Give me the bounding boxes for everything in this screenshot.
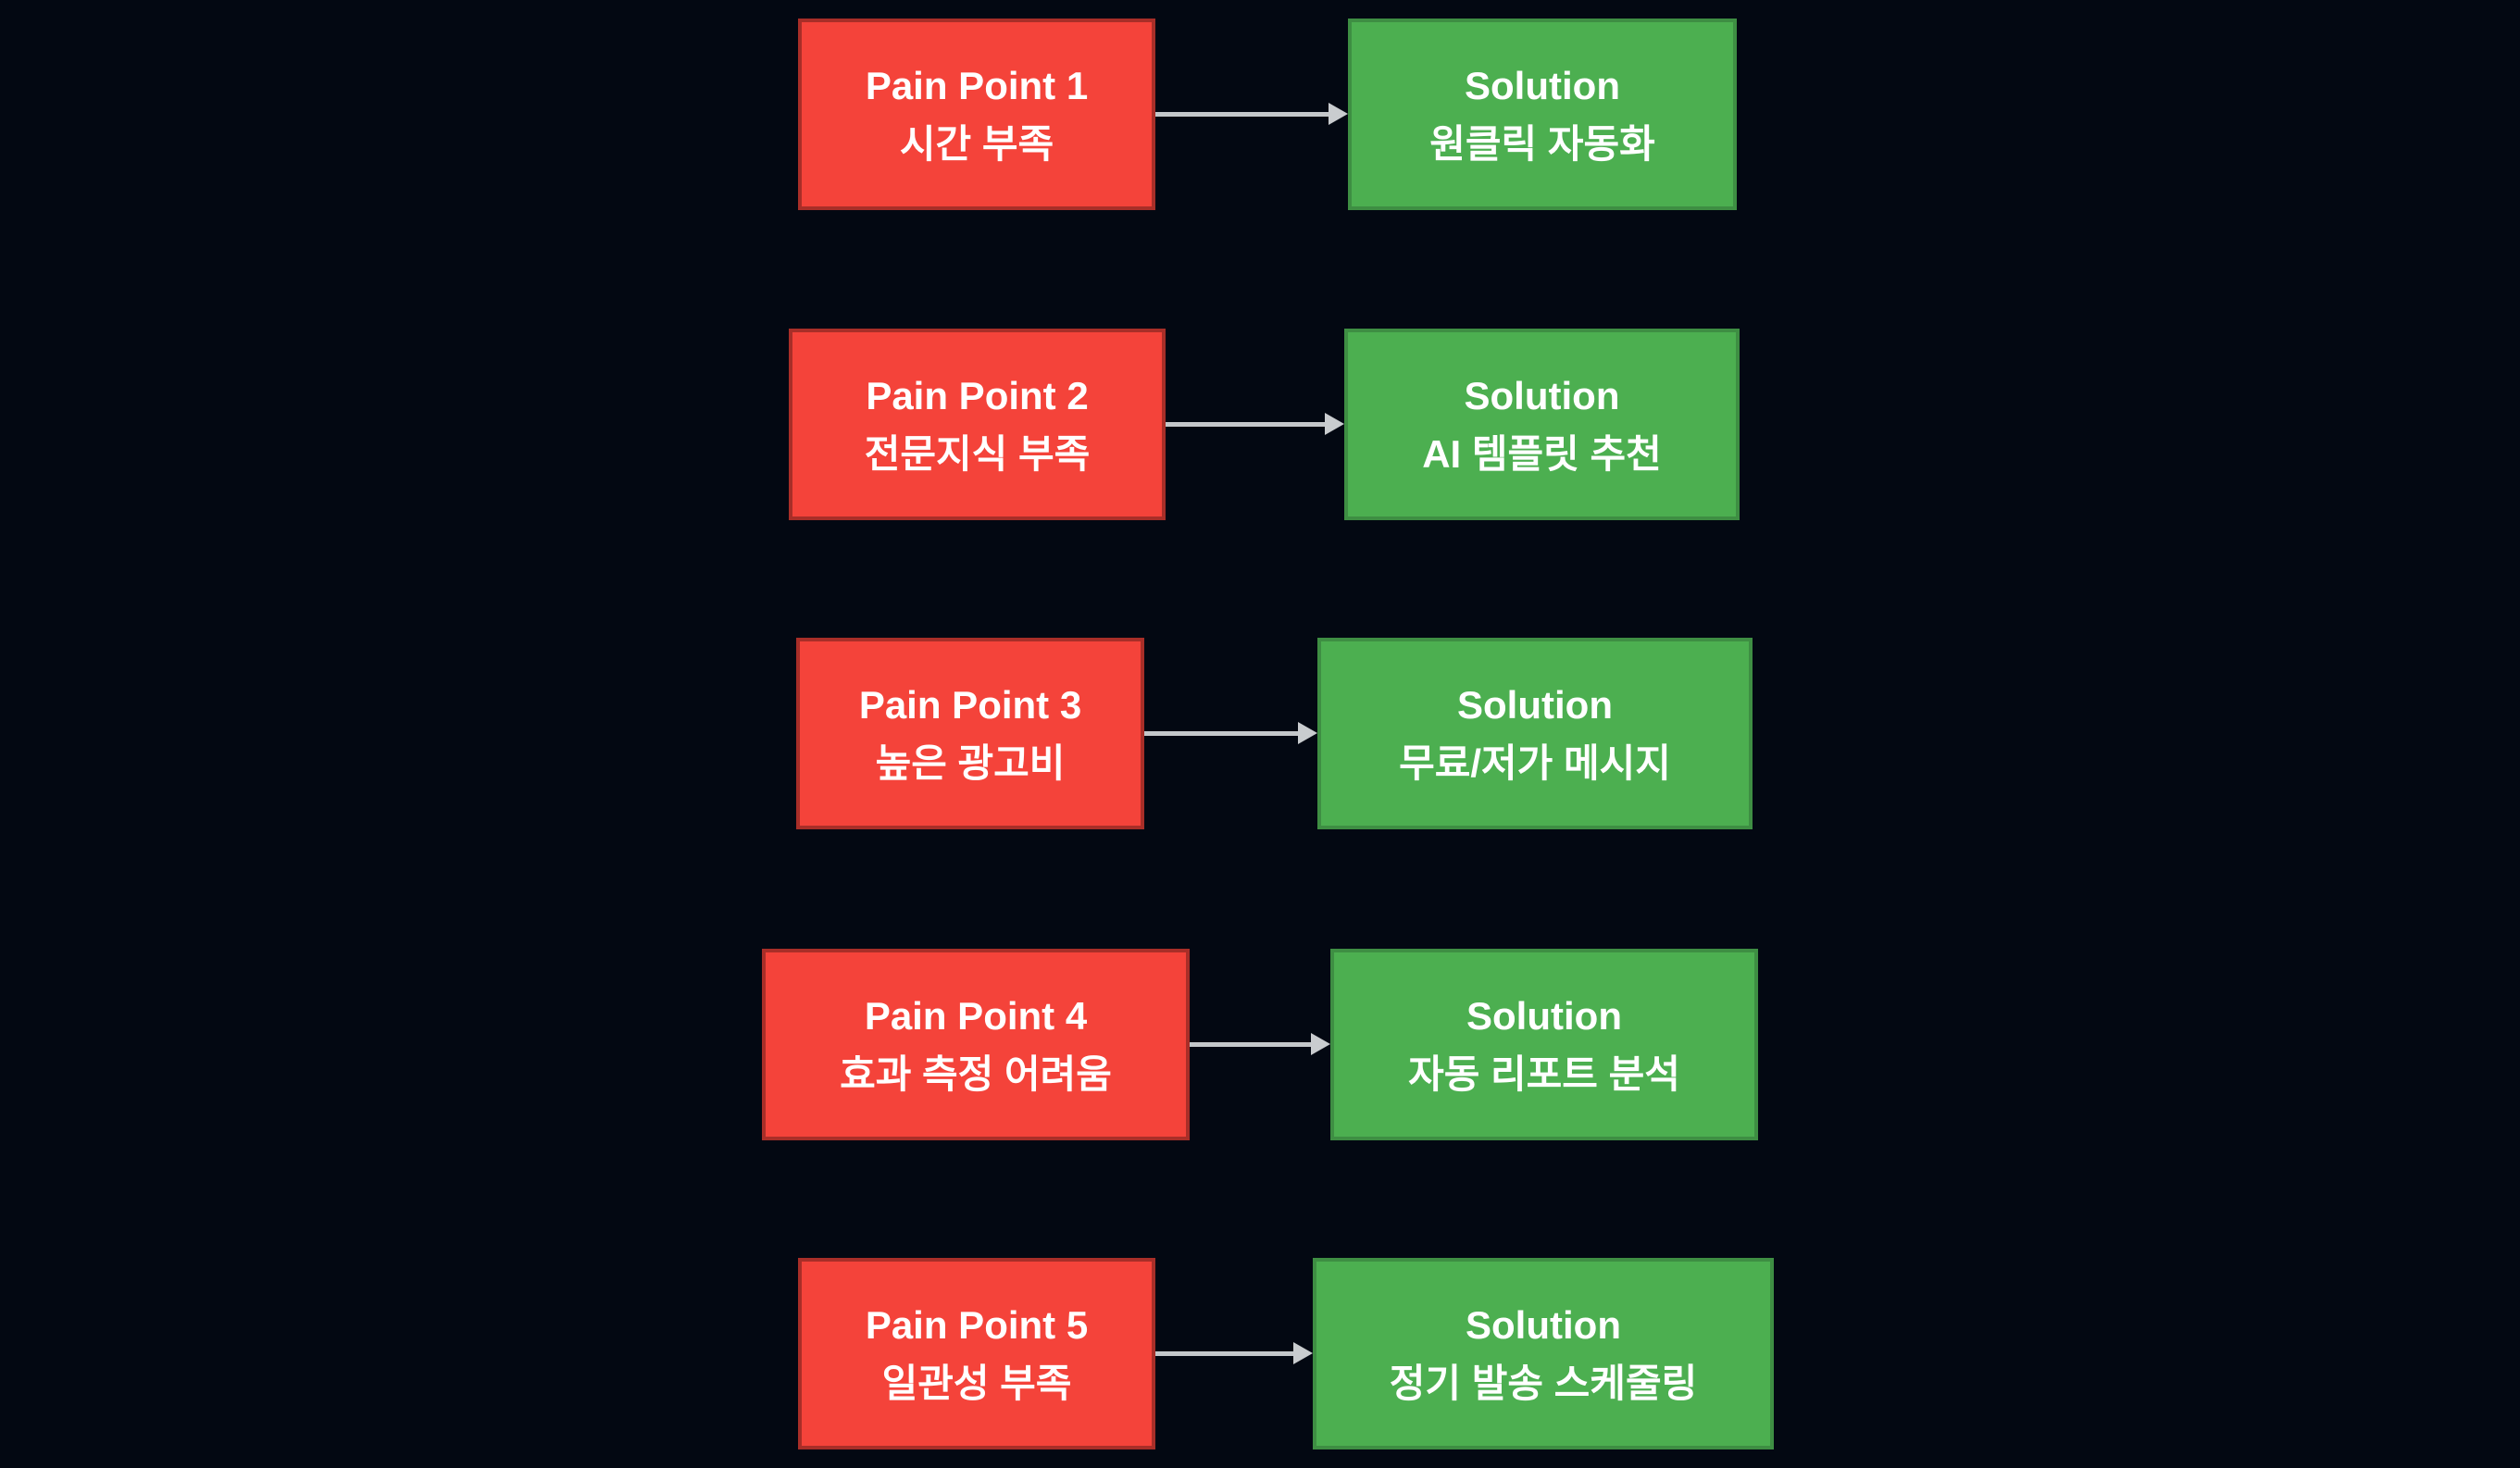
pain-solution-row-5: Pain Point 5 일관성 부족 Solution 정기 발송 스케줄링: [0, 1258, 2520, 1449]
solution-subtitle: 자동 리포트 분석: [1408, 1051, 1680, 1096]
pain-solution-row-1: Pain Point 1 시간 부족 Solution 원클릭 자동화: [0, 19, 2520, 210]
pain-solution-row-2: Pain Point 2 전문지식 부족 Solution AI 템플릿 추천: [0, 329, 2520, 520]
solution-title: Solution: [1457, 682, 1613, 727]
solution-2-box: Solution AI 템플릿 추천: [1344, 329, 1740, 520]
arrow-line: [1190, 1042, 1314, 1047]
solution-title: Solution: [1464, 373, 1620, 417]
pain-point-title: Pain Point 4: [864, 993, 1088, 1038]
arrow-line: [1155, 1351, 1296, 1356]
pain-point-subtitle: 시간 부족: [899, 121, 1054, 166]
solution-5-box: Solution 정기 발송 스케줄링: [1313, 1258, 1774, 1449]
pain-point-title: Pain Point 5: [865, 1302, 1089, 1347]
pain-point-4-box: Pain Point 4 효과 측정 어려움: [762, 949, 1190, 1140]
arrow-head-icon: [1298, 722, 1317, 744]
arrow-line: [1155, 112, 1331, 117]
pain-point-subtitle: 높은 광고비: [875, 740, 1066, 785]
solution-4-box: Solution 자동 리포트 분석: [1330, 949, 1758, 1140]
pain-point-2-box: Pain Point 2 전문지식 부족: [789, 329, 1166, 520]
pain-point-1-box: Pain Point 1 시간 부족: [798, 19, 1155, 210]
arrow-line: [1144, 731, 1301, 736]
pain-point-subtitle: 일관성 부족: [881, 1361, 1072, 1405]
arrow-head-icon: [1325, 413, 1344, 435]
pain-point-3-box: Pain Point 3 높은 광고비: [796, 638, 1144, 829]
pain-point-subtitle: 효과 측정 어려움: [840, 1051, 1112, 1096]
pain-point-title: Pain Point 3: [858, 682, 1082, 727]
solution-1-box: Solution 원클릭 자동화: [1348, 19, 1737, 210]
solution-subtitle: AI 템플릿 추천: [1422, 431, 1662, 476]
solution-subtitle: 무료/저가 메시지: [1399, 740, 1671, 785]
solution-3-box: Solution 무료/저가 메시지: [1317, 638, 1753, 829]
solution-title: Solution: [1466, 993, 1622, 1038]
solution-subtitle: 원클릭 자동화: [1429, 121, 1655, 166]
pain-point-5-box: Pain Point 5 일관성 부족: [798, 1258, 1155, 1449]
pain-point-title: Pain Point 2: [866, 373, 1089, 417]
pain-point-subtitle: 전문지식 부족: [864, 431, 1091, 476]
pain-solution-row-4: Pain Point 4 효과 측정 어려움 Solution 자동 리포트 분…: [0, 949, 2520, 1140]
pain-solution-row-3: Pain Point 3 높은 광고비 Solution 무료/저가 메시지: [0, 638, 2520, 829]
pain-point-title: Pain Point 1: [865, 63, 1089, 107]
solution-title: Solution: [1465, 63, 1620, 107]
arrow-head-icon: [1293, 1342, 1313, 1364]
arrow-line: [1166, 422, 1328, 427]
arrow-head-icon: [1311, 1033, 1330, 1055]
solution-title: Solution: [1466, 1302, 1621, 1347]
arrow-head-icon: [1329, 103, 1348, 125]
solution-subtitle: 정기 발송 스케줄링: [1389, 1361, 1698, 1405]
